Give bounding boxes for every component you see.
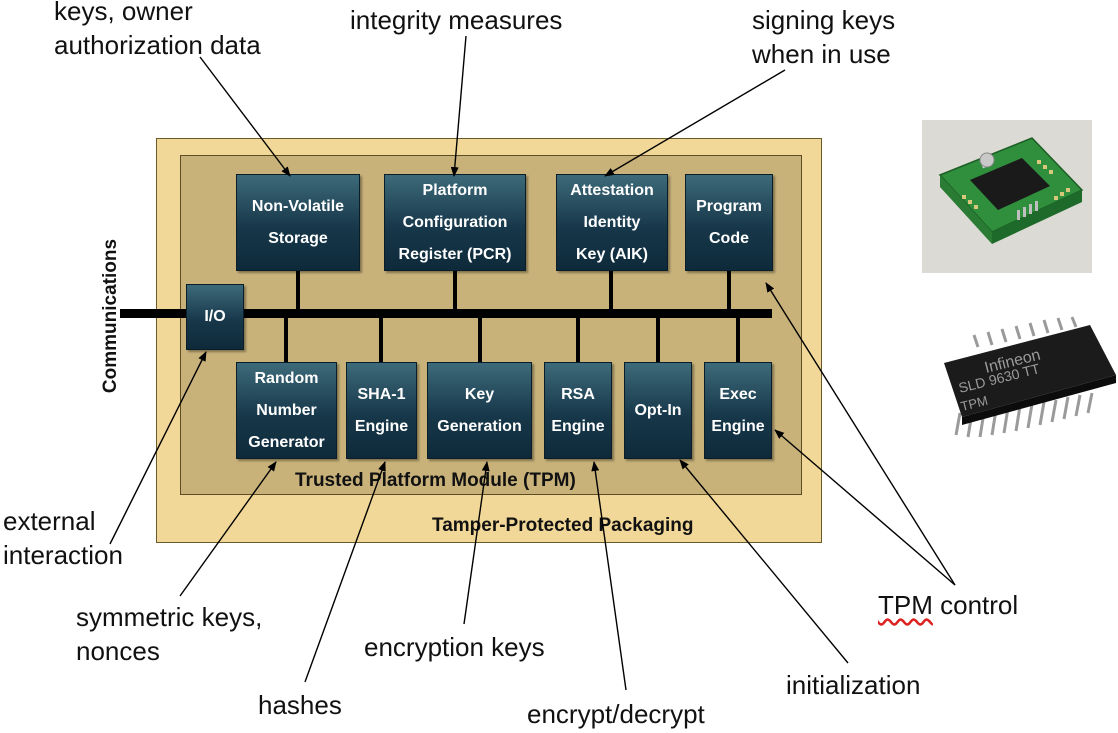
internal-bus <box>120 309 772 318</box>
bus-stub-exec <box>736 316 740 362</box>
tpm-control-suffix: control <box>932 590 1019 620</box>
bus-stub-nvs <box>296 270 300 312</box>
module-pcr: Platform Configuration Register (PCR) <box>384 174 526 271</box>
chip-line3-text: TPM <box>959 393 989 414</box>
annotation-initialization: initialization <box>786 670 921 700</box>
bus-stub-keygen <box>478 316 482 362</box>
module-non-volatile-storage: Non-Volatile Storage <box>236 174 360 271</box>
annotation-encryption-keys: encryption keys <box>364 632 545 662</box>
communications-label: Communications <box>100 238 121 394</box>
tpm-board-photo <box>922 120 1092 273</box>
module-key-generation: Key Generation <box>427 362 532 459</box>
module-opt-in: Opt-In <box>624 362 692 459</box>
bus-stub-rsa <box>576 316 580 362</box>
annotation-symmetric: symmetric keys, nonces <box>76 602 263 666</box>
bus-stub-aik <box>609 270 613 312</box>
annotation-encrypt-decrypt: encrypt/decrypt <box>527 699 705 729</box>
annotation-keys-owner: keys, owner authorization data <box>54 0 261 60</box>
module-exec-engine: Exec Engine <box>704 362 772 459</box>
annotation-external: external interaction <box>3 506 123 570</box>
bus-stub-program <box>727 270 731 312</box>
annotation-tpm-control: TPM control <box>878 588 1018 622</box>
tpm-control-prefix: TPM <box>878 590 933 620</box>
bus-stub-sha1 <box>379 316 383 362</box>
annotation-integrity: integrity measures <box>350 5 563 35</box>
module-program-code: Program Code <box>685 174 773 271</box>
bus-stub-optin <box>656 316 660 362</box>
module-rng: Random Number Generator <box>236 362 337 459</box>
bus-stub-rng <box>284 316 288 362</box>
bus-stub-pcr <box>453 270 457 312</box>
tpm-label: Trusted Platform Module (TPM) <box>295 470 576 491</box>
module-aik: Attestation Identity Key (AIK) <box>556 174 668 271</box>
module-io: I/O <box>186 284 244 350</box>
annotation-signing: signing keys when in use <box>752 5 896 69</box>
annotation-hashes: hashes <box>258 690 342 720</box>
packaging-label: Tamper-Protected Packaging <box>432 515 694 536</box>
module-sha1-engine: SHA-1 Engine <box>346 362 417 459</box>
module-rsa-engine: RSA Engine <box>544 362 612 459</box>
infineon-chip-photo: Infineon SLD 9630 TT TPM <box>920 315 1118 450</box>
